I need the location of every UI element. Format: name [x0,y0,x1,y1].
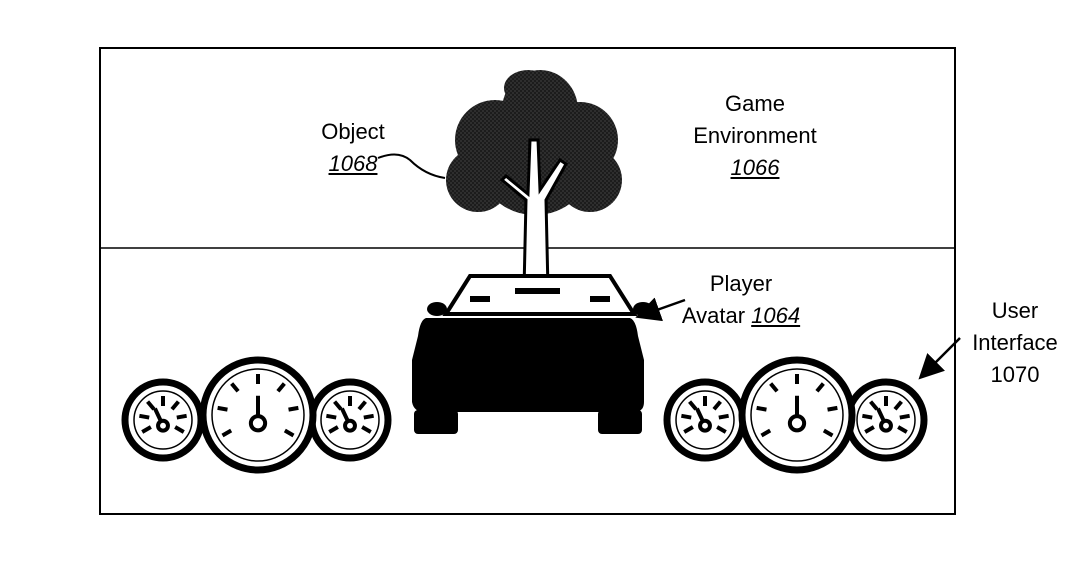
object-label: Object 1068 [298,116,408,180]
object-ref-number: 1068 [328,151,378,176]
object-name: Object [321,119,385,144]
game-environment-ref-number: 1066 [730,155,780,180]
object-leader-line [377,153,446,179]
player-avatar-ref-number: 1064 [751,303,801,328]
car-icon [412,274,653,434]
game-environment-frame [99,47,956,515]
user-interface-ref-number: 1070 [990,362,1040,387]
game-environment-label: Game Environment 1066 [680,88,830,184]
player-avatar-line2-wrapper: Avatar 1064 [666,300,816,332]
player-avatar-label: Player Avatar 1064 [666,268,816,332]
game-environment-line1: Game [725,91,785,116]
user-interface-label: User Interface 1070 [960,295,1070,391]
arrow-icon [635,297,686,322]
gauge-icon [199,356,317,474]
gauge-icon [121,378,205,462]
player-avatar-line1: Player [709,271,773,296]
arrow-icon [918,337,961,380]
game-environment-line2: Environment [693,123,817,148]
tree-icon [446,70,622,294]
player-avatar-line2: Avatar [681,303,746,328]
gauge-icon [308,378,392,462]
user-interface-line2: Interface [972,330,1058,355]
gauge-icon [738,356,856,474]
user-interface-line1: User [991,298,1039,323]
gauge-cluster-icon [663,356,928,474]
gauge-icon [844,378,928,462]
gauge-cluster-icon [121,356,392,474]
gauge-icon [663,378,747,462]
